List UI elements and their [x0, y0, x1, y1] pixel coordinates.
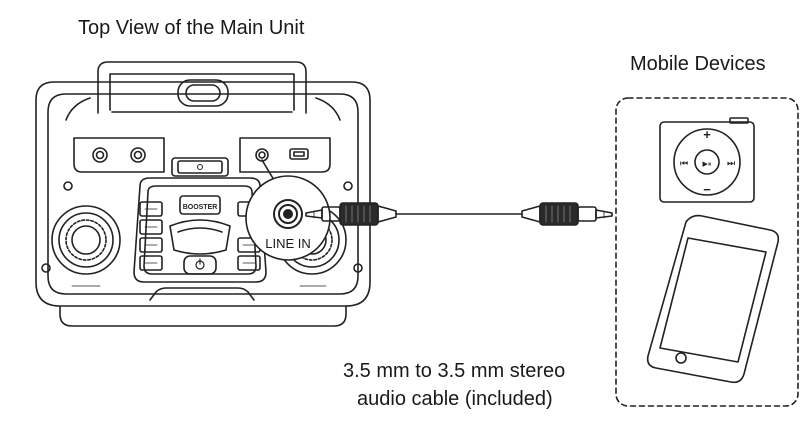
play-pause-icon: ▶⏸	[703, 161, 712, 168]
unit-body	[35, 81, 371, 307]
control-button	[139, 255, 163, 271]
mobile-devices-box	[615, 97, 799, 407]
mobile-devices-title: Mobile Devices	[630, 53, 766, 75]
control-button	[237, 255, 261, 271]
screw	[343, 181, 353, 191]
minus-icon: −	[703, 182, 711, 197]
left-input-panel	[73, 137, 165, 173]
booster-label: BOOSTER	[183, 204, 218, 211]
plug-tip-right	[595, 209, 613, 219]
screw	[63, 181, 73, 191]
plus-icon: +	[703, 127, 711, 142]
mp3-player	[659, 117, 755, 203]
audio-cable	[305, 202, 613, 226]
handle-grip	[177, 79, 229, 107]
smartphone	[646, 214, 780, 384]
volume-knob-left	[51, 205, 121, 275]
mic-jack-2	[130, 147, 146, 163]
mic-jack-1	[92, 147, 108, 163]
unit-handle	[97, 61, 307, 114]
screw	[353, 263, 363, 273]
cable-caption-line1: 3.5 mm to 3.5 mm stereo	[343, 360, 566, 382]
light-button	[171, 157, 229, 177]
main-unit-title: Top View of the Main Unit	[78, 17, 305, 39]
power-button	[183, 255, 217, 275]
control-button	[139, 219, 163, 235]
control-button	[139, 201, 163, 217]
control-button	[139, 237, 163, 253]
cable-caption-line2: audio cable (included)	[357, 388, 553, 410]
usb-port	[289, 148, 309, 160]
control-panel	[133, 177, 267, 283]
booster-button	[179, 195, 221, 215]
line-in-label: LINE IN	[265, 236, 311, 251]
line-in-callout	[245, 159, 331, 261]
screw	[41, 263, 51, 273]
previous-icon: ⏮	[680, 158, 688, 168]
next-icon: ⏭	[727, 158, 735, 168]
right-input-panel	[239, 137, 331, 173]
home-button	[675, 352, 687, 364]
